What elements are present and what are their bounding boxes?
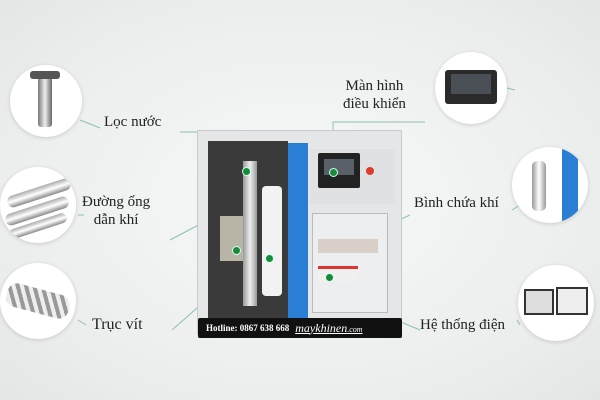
indicator-light	[366, 167, 374, 175]
control-screen-image	[435, 52, 507, 124]
water-filter-image	[10, 65, 82, 137]
dot-screen	[329, 168, 338, 177]
air-tank-image	[512, 147, 588, 223]
hotline-banner: Hotline: 0867 638 668 maykhinen.com	[198, 318, 402, 338]
brand-logo: maykhinen.com	[295, 320, 363, 335]
label-screw: Trục vít	[92, 316, 143, 333]
label-water-filter: Lọc nước	[104, 114, 162, 130]
air-pipe-image	[0, 167, 76, 243]
electrical-panel	[312, 213, 388, 313]
label-air-tank: Bình chứa khí	[414, 195, 499, 211]
label-electrical: Hệ thống điện	[420, 317, 505, 333]
blue-door	[288, 143, 308, 333]
dot-air-pipe	[232, 246, 241, 255]
dot-electrical	[325, 273, 334, 282]
dot-tank	[265, 254, 274, 263]
screw-image	[0, 263, 76, 339]
hotline-text: Hotline: 0867 638 668	[206, 323, 290, 333]
air-compressor	[197, 130, 402, 335]
dot-water-filter	[242, 167, 251, 176]
electrical-image	[518, 265, 594, 341]
